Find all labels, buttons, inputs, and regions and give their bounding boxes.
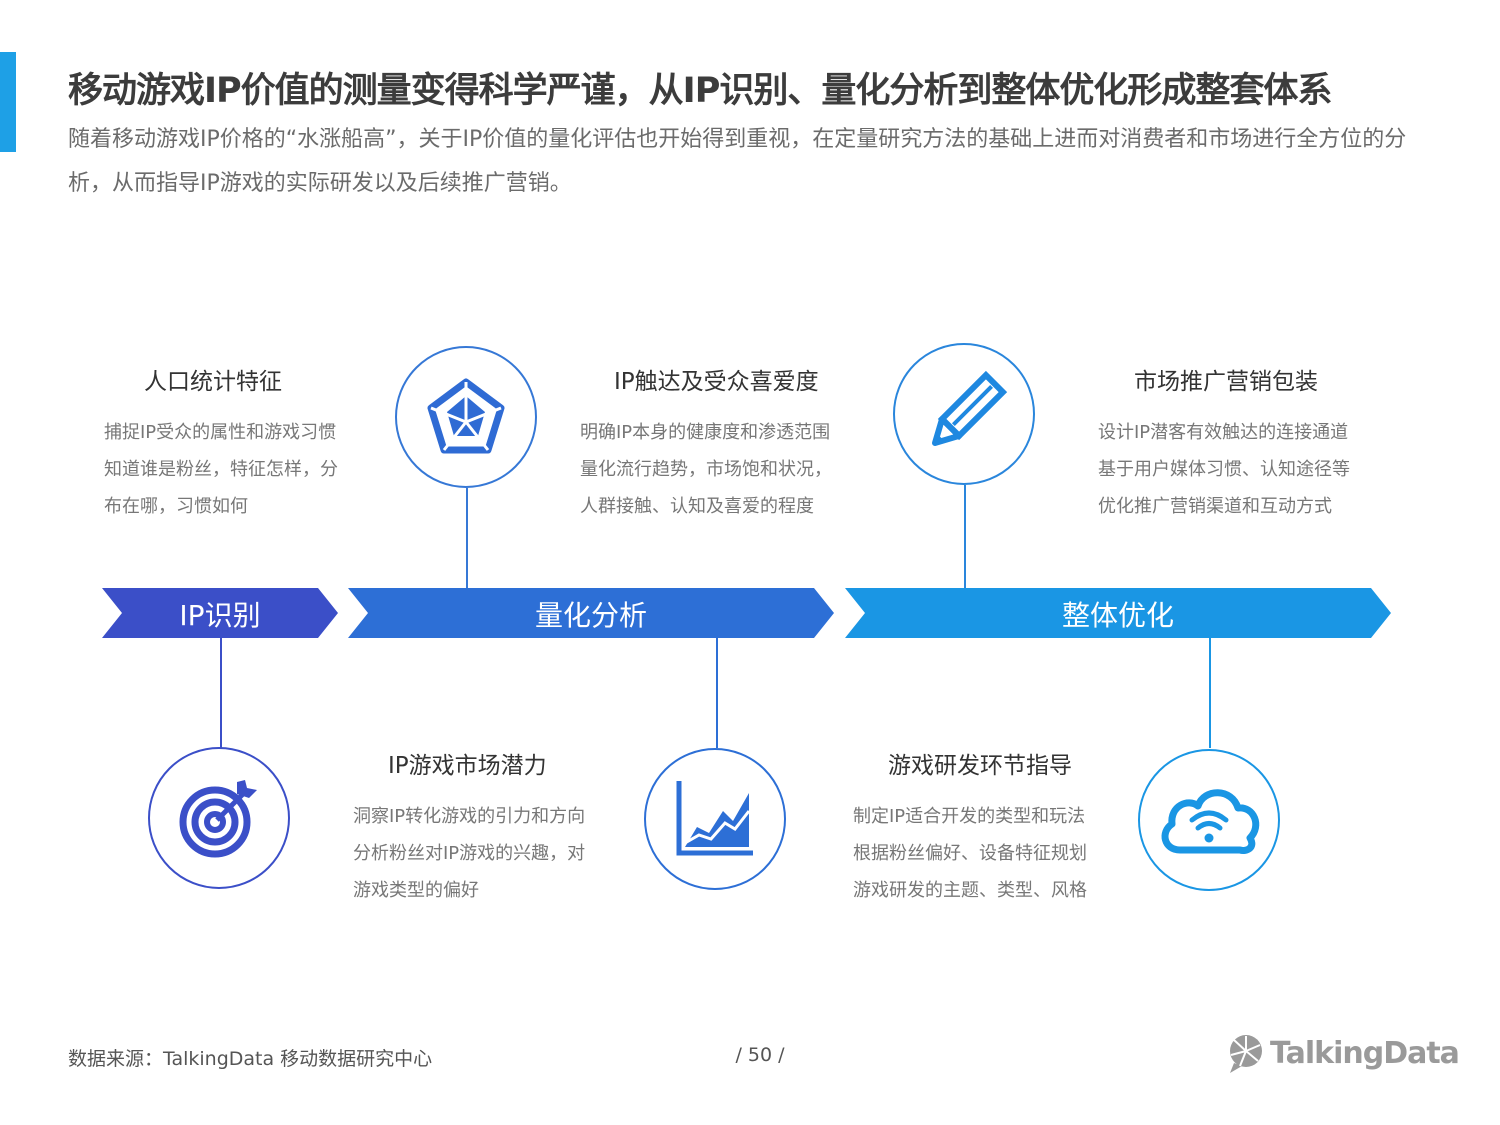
stage-arrow-quantify [348,588,834,638]
connector-line-2 [466,488,468,588]
stage-label-optimize: 整体优化 [1061,599,1174,632]
connector-line-1 [220,638,222,748]
area-chart-icon [676,781,753,856]
item-desc-dev-guide: 制定IP适合开发的类型和玩法 根据粉丝偏好、设备特征规划 游戏研发的主题、类型、… [853,806,1087,901]
stage-arrow-optimize [845,588,1391,638]
item-title-demographics: 人口统计特征 [144,369,282,395]
stage-label-quantify: 量化分析 [534,599,647,632]
icon-circle-cloud [1138,749,1280,891]
item-desc-ip-reach: 明确IP本身的健康度和渗透范围 量化流行趋势，市场饱和状况， 人群接触、认知及喜… [580,422,832,517]
page-subtitle: 随着移动游戏IP价格的“水涨船高”，关于IP价值的量化评估也开始得到重视，在定量… [68,127,1407,196]
pencil-icon [932,370,1008,446]
item-title-dev-guide: 游戏研发环节指导 [888,753,1072,779]
connector-line-4 [964,485,966,588]
talkingdata-logo: TalkingData [1226,1030,1460,1076]
icon-circle-pencil [893,343,1035,485]
stage-arrow-ip-identify [102,588,338,638]
logo-text: TalkingData [1270,1035,1460,1071]
cloud-wifi-icon [1161,789,1260,854]
item-desc-marketing: 设计IP潜客有效触达的连接通道 基于用户媒体习惯、认知途径等 优化推广营销渠道和… [1098,422,1350,517]
icon-circle-area-chart [644,748,786,890]
item-title-market-potential: IP游戏市场潜力 [388,753,547,779]
icon-circle-target [148,747,290,889]
stage-label-ip-identify: IP识别 [179,599,261,632]
accent-bar [0,52,16,152]
page-number: / 50 / [735,1044,785,1066]
item-title-ip-reach: IP触达及受众喜爱度 [614,369,819,395]
item-title-marketing: 市场推广营销包装 [1134,369,1318,395]
connector-line-5 [1209,638,1211,748]
page-title: 移动游戏IP价值的测量变得科学严谨，从IP识别、量化分析到整体优化形成整套体系 [68,71,1332,111]
logo-bubble-icon [1230,1035,1262,1073]
target-icon [179,780,257,858]
data-source: 数据来源：TalkingData 移动数据研究中心 [68,1048,433,1070]
connector-line-3 [716,638,718,748]
icon-circle-radar [395,346,537,488]
item-desc-market-potential: 洞察IP转化游戏的引力和方向 分析粉丝对IP游戏的兴趣，对 游戏类型的偏好 [353,806,586,901]
item-desc-demographics: 捕捉IP受众的属性和游戏习惯 知道谁是粉丝，特征怎样，分 布在哪，习惯如何 [104,422,338,517]
radar-chart-icon [427,378,505,454]
